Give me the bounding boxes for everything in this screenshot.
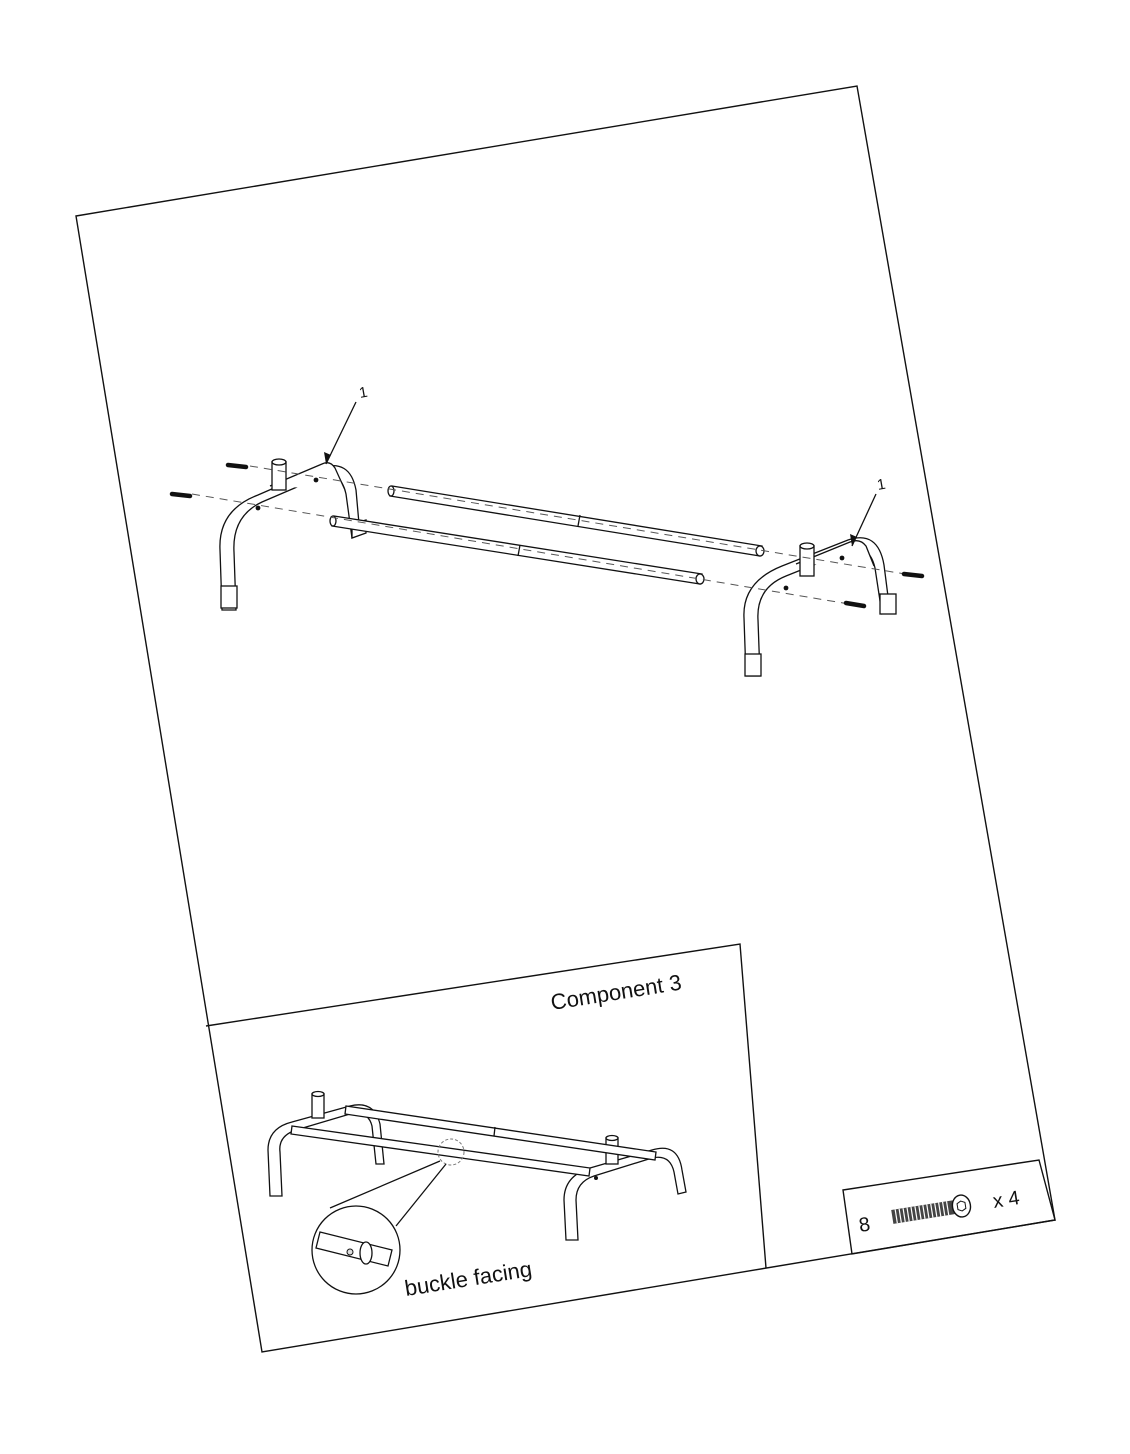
inset-component-3: Component 3 bu xyxy=(268,970,686,1301)
rear-crossbar xyxy=(388,486,764,556)
bolt-icon xyxy=(172,494,190,496)
bolt-icon xyxy=(228,465,246,467)
callout-leader-left xyxy=(326,402,356,464)
page-frame xyxy=(76,86,1055,1352)
bolt-icon xyxy=(846,603,864,606)
inset-note: buckle facing xyxy=(403,1256,534,1301)
main-exploded-view: 1 1 xyxy=(172,384,922,676)
bolt-icon xyxy=(904,574,922,576)
inset-title: Component 3 xyxy=(549,970,683,1015)
magnified-buckle-detail xyxy=(312,1206,400,1294)
callout-number-left: 1 xyxy=(358,384,369,402)
callout-number-right: 1 xyxy=(876,476,887,494)
magnifier-leader-2 xyxy=(396,1164,446,1226)
right-base-frame xyxy=(744,538,896,676)
hardware-part-number: 8 xyxy=(857,1213,871,1236)
left-base-frame xyxy=(220,459,366,610)
hardware-quantity: x 4 xyxy=(991,1187,1021,1213)
magnifier-leader-1 xyxy=(330,1161,440,1208)
bolt-icon xyxy=(891,1194,972,1228)
